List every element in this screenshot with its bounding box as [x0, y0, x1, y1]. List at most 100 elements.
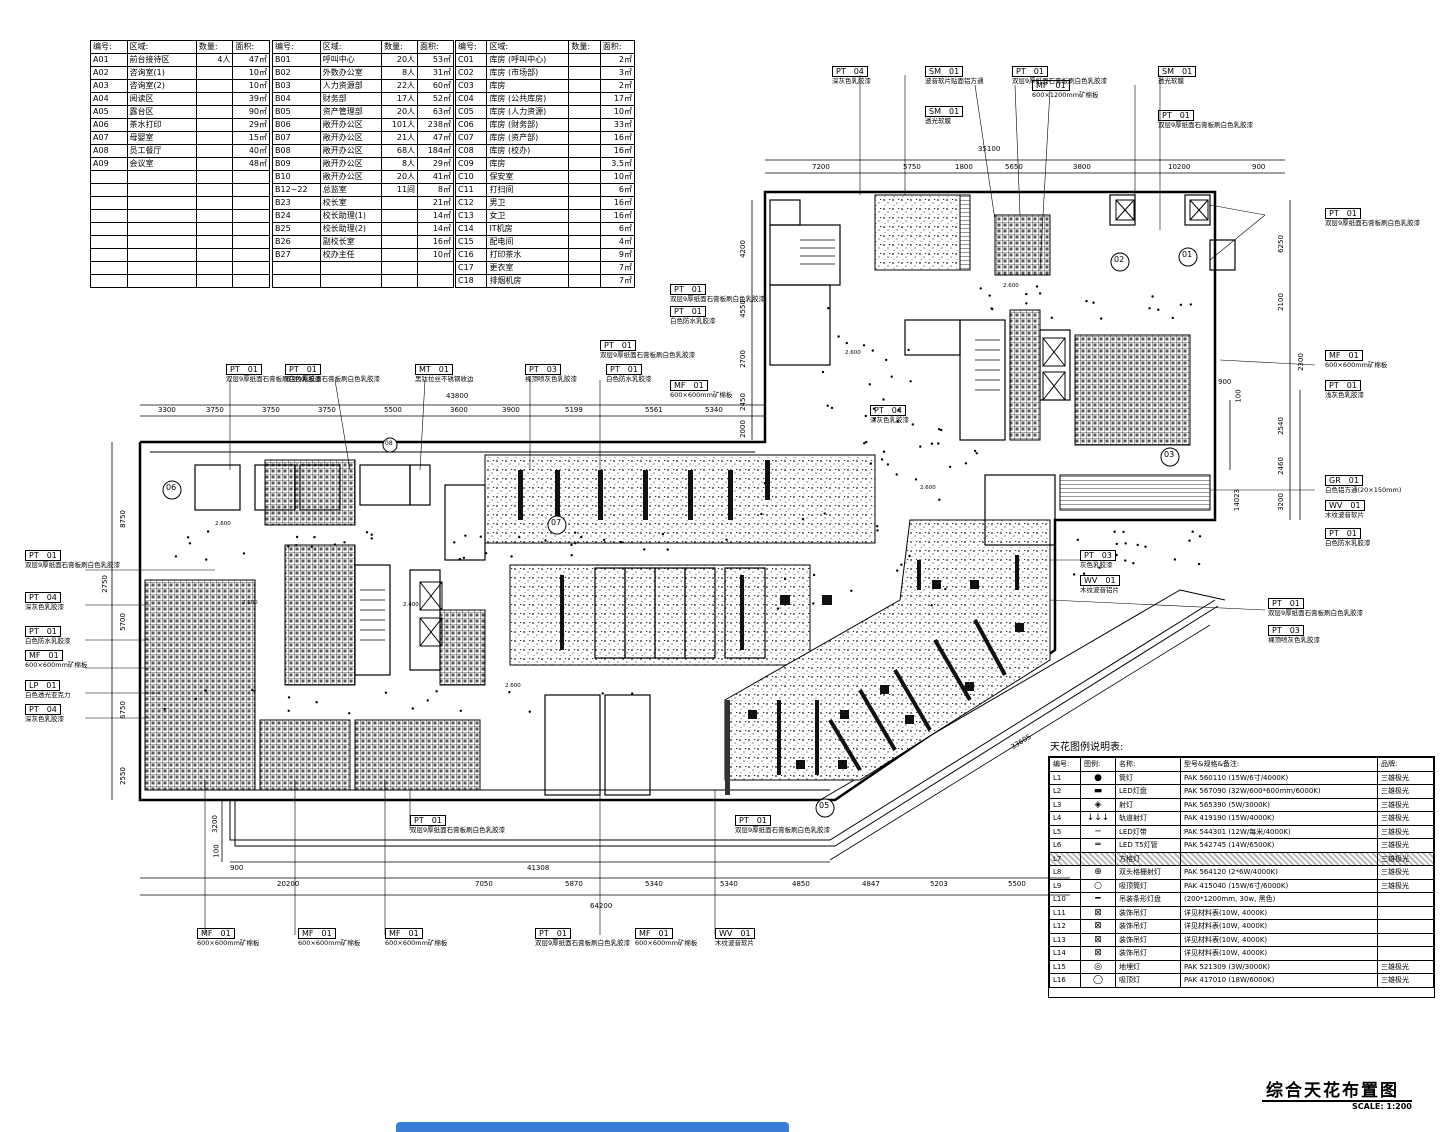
downlight-mark [295, 544, 298, 547]
downlight-mark [1076, 538, 1080, 541]
material-code-number: 01 [46, 627, 57, 636]
downlight-mark [295, 535, 299, 539]
downlight-mark [871, 349, 874, 352]
material-code-number: 01 [220, 929, 231, 938]
section-label: 08 [385, 440, 393, 447]
material-code-number: 01 [408, 929, 419, 938]
dimension: 5650 [1005, 163, 1023, 171]
downlight-mark [508, 691, 511, 694]
schedule-header-row: 编号: 区域: 数量: 面积: [90, 40, 270, 54]
legend-name: 射灯 [1115, 797, 1181, 812]
material-code-letters: PT [674, 285, 684, 294]
downlight-mark [1189, 303, 1193, 306]
legend-symbol: ━ [1080, 892, 1116, 907]
material-note: 双层9厚纸面石膏板刷白色乳胶漆 [285, 375, 381, 383]
downlight-mark [544, 539, 547, 542]
downlight-mark [885, 358, 888, 362]
downlight-mark [602, 538, 606, 542]
material-code: MF 01 [385, 928, 423, 939]
material-note: 双层9厚纸面石膏板刷白色乳胶漆 [25, 561, 121, 569]
schedule-row-empty [272, 274, 454, 288]
downlight-mark [882, 450, 886, 453]
material-code-number: 01 [247, 365, 258, 374]
legend-spec: 详见材料表(10W, 4000K) [1180, 946, 1378, 961]
dimension: 7200 [812, 163, 830, 171]
dimension: 5500 [1008, 880, 1026, 888]
legend-code: L5 [1049, 824, 1081, 839]
legend-code: L3 [1049, 797, 1081, 812]
material-note: 600×600mm矿棉板 [670, 391, 733, 399]
legend-symbol: ◎ [1080, 959, 1116, 974]
legend-spec: 详见材料表(10W, 4000K) [1180, 932, 1378, 947]
downlight-mark [163, 707, 166, 711]
legend-symbol: ⊠ [1080, 919, 1116, 934]
material-note: 深灰色乳胶漆 [870, 416, 909, 424]
downlight-mark [973, 449, 977, 453]
downlight-mark [908, 554, 911, 558]
dimension: 100 [1234, 389, 1243, 403]
downlight-mark [315, 701, 318, 704]
downlight-mark [896, 420, 899, 423]
downlight-mark [914, 478, 918, 481]
material-note: 黑钛拉丝不锈钢收边 [415, 375, 474, 383]
downlight-mark [453, 541, 456, 544]
material-code-letters: PT [1329, 209, 1339, 218]
material-code-number: 01 [1055, 81, 1066, 90]
downlight-mark [837, 335, 840, 338]
material-code-letters: GR [1329, 476, 1341, 485]
material-code-number: 04 [46, 593, 57, 602]
bottom-toolbar[interactable] [396, 1122, 789, 1132]
downlight-mark [510, 555, 513, 558]
legend-spec: PAK 415040 (15W/6寸/6000K) [1180, 878, 1378, 893]
material-code-number: 03 [1101, 551, 1112, 560]
dimension: 3200 [1276, 493, 1285, 511]
downlight-mark [897, 408, 900, 411]
material-code-letters: MF [639, 929, 651, 938]
material-code-letters: MF [389, 929, 401, 938]
downlight-mark [900, 563, 903, 566]
downlight-mark [643, 548, 646, 551]
room-area: 7㎡ [599, 274, 636, 288]
legend-code: L9 [1049, 878, 1081, 893]
dimension: 5340 [705, 406, 723, 414]
material-code-number: 01 [658, 929, 669, 938]
schedule-header-row: 编号: 区域: 数量: 面积: [272, 40, 454, 54]
elevation-mark: 2.600 [242, 600, 258, 606]
downlight-mark [1197, 562, 1201, 566]
dimension: 900 [1218, 378, 1232, 386]
downlight-mark [573, 531, 577, 534]
dimension: 3750 [206, 406, 224, 414]
material-code-number: 01 [948, 67, 960, 76]
legend-name: 轨道射灯 [1115, 811, 1181, 826]
material-code-number: 01 [46, 681, 57, 690]
material-code-number: 01 [1348, 351, 1359, 360]
material-code-letters: MT [419, 365, 431, 374]
downlight-mark [882, 398, 885, 401]
material-code-number: 01 [46, 551, 57, 560]
downlight-mark [763, 482, 767, 485]
legend-spec: PAK 521309 (3W/3000K) [1180, 959, 1378, 974]
downlight-mark [370, 537, 373, 540]
legend-symbol: ─ [1080, 824, 1116, 839]
material-code-letters: PT [674, 307, 684, 316]
downlight-mark [1035, 285, 1039, 288]
material-code-number: 01 [1350, 501, 1361, 510]
